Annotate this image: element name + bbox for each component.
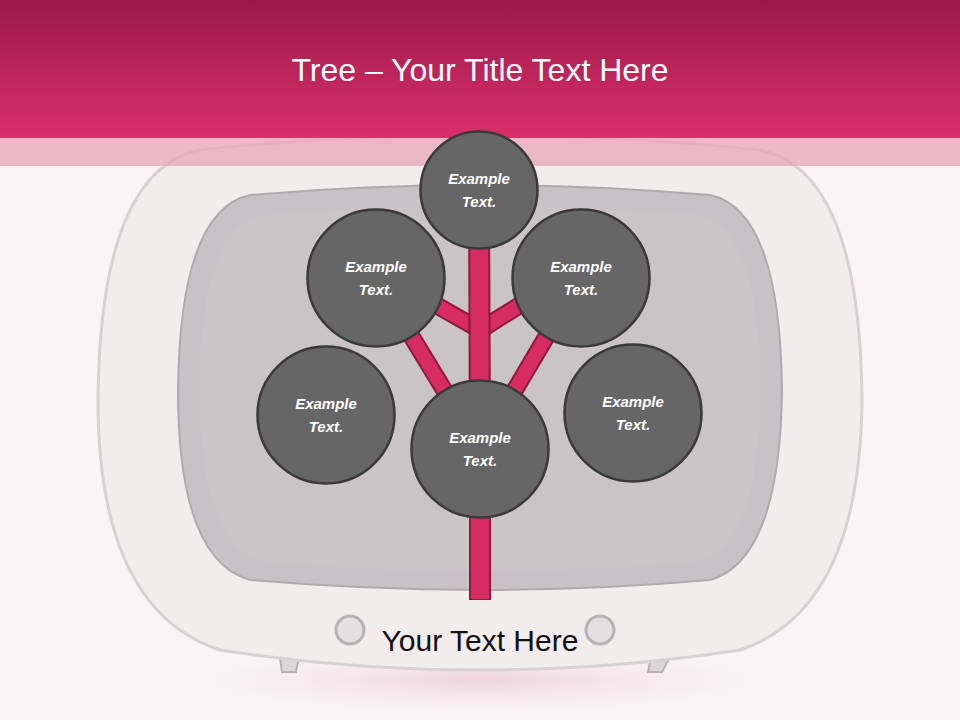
tree-circle: Example Text.: [410, 379, 550, 519]
branch-connector: [411, 336, 444, 391]
circle-label: Example Text.: [435, 426, 525, 472]
caption-text: Your Text Here: [0, 624, 960, 658]
circle-outline: [306, 208, 446, 348]
tree-circle: Example Text.: [256, 345, 396, 485]
circle-label: Example Text.: [588, 390, 678, 436]
circle-outline: [419, 130, 539, 250]
tree-circle: Example Text.: [563, 343, 703, 483]
tree-circle: Example Text.: [511, 208, 651, 348]
branch-connector: [479, 248, 481, 381]
tree-circle: Example Text.: [419, 130, 539, 250]
circle-outline: [511, 208, 651, 348]
slide-title: Tree – Your Title Text Here: [0, 52, 960, 89]
circle-label: Example Text.: [536, 255, 626, 301]
circle-outline: [410, 379, 550, 519]
circle-label: Example Text.: [331, 255, 421, 301]
circle-label: Example Text.: [434, 167, 524, 213]
branch-connector: [515, 337, 547, 391]
circle-outline: [256, 345, 396, 485]
circle-label: Example Text.: [281, 392, 371, 438]
circle-outline: [563, 343, 703, 483]
tree-circle: Example Text.: [306, 208, 446, 348]
